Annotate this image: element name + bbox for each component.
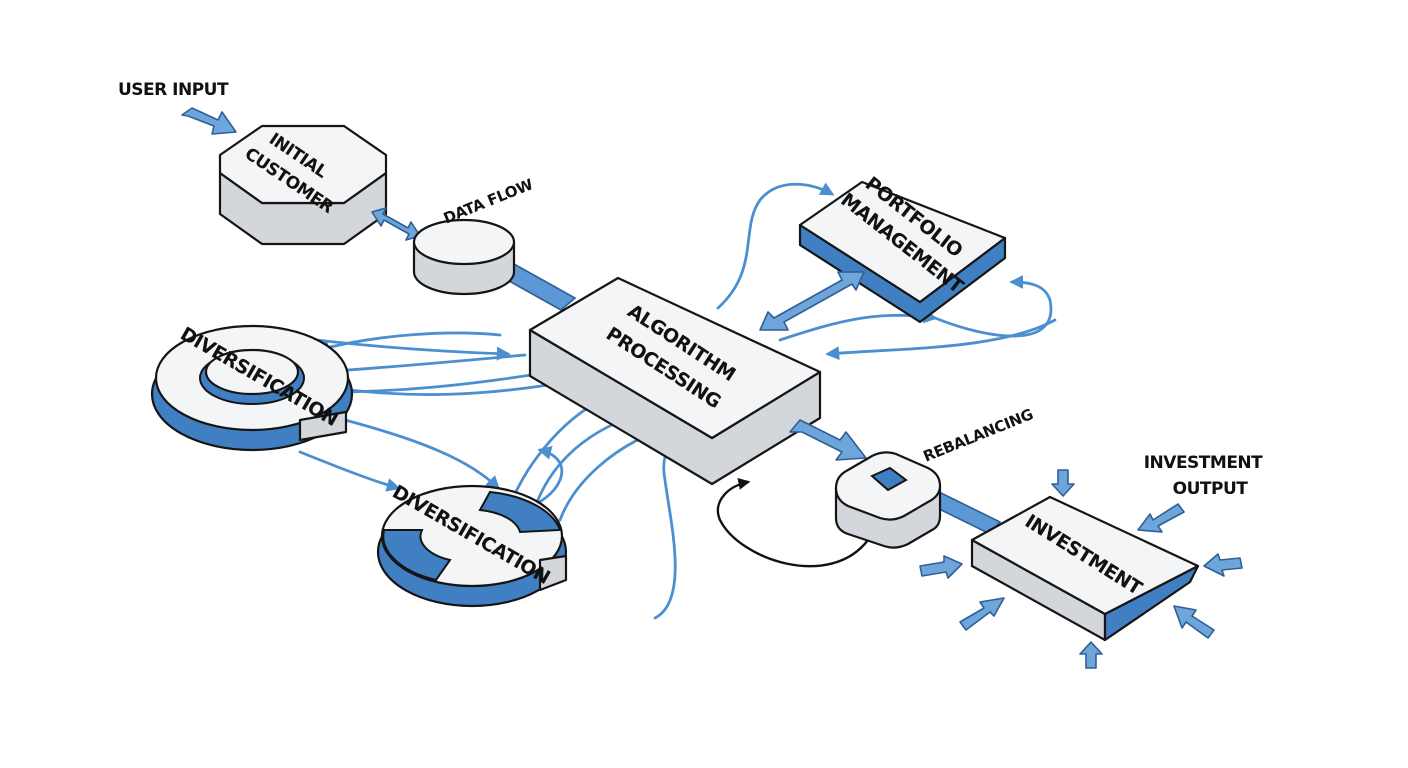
flow-curve	[317, 353, 527, 379]
algorithm-processing-block: ALGORITHM PROCESSING	[528, 276, 822, 486]
user-input-arrow	[181, 107, 237, 135]
investment-output-line1: INVESTMENT	[1144, 453, 1263, 473]
investment-output-group: INVESTMENT OUTPUT	[1144, 453, 1264, 499]
rebalancing-square	[870, 466, 908, 492]
flow-curve	[558, 429, 658, 522]
input-arrow	[959, 597, 1005, 631]
investment-block: INVESTMENT	[970, 495, 1200, 642]
feedback-curve	[716, 478, 870, 568]
investment-input-arrows	[919, 469, 1243, 669]
user-input-group: USER INPUT	[118, 80, 237, 135]
flow-curve	[778, 309, 938, 342]
portfolio-algorithm-arrow	[759, 271, 865, 331]
flow-curve	[298, 336, 511, 361]
investment-output-line2: OUTPUT	[1173, 479, 1249, 499]
initial-customer-block: INITIAL CUSTOMER	[218, 124, 388, 246]
input-arrow	[1051, 469, 1075, 497]
diversification-ring-top: DIVERSIFICATION	[150, 323, 354, 452]
input-arrow	[1079, 641, 1103, 669]
input-arrow	[1173, 605, 1215, 639]
data-flow-label: DATA FLOW	[441, 175, 536, 227]
user-input-label: USER INPUT	[118, 80, 229, 100]
rebalancing-label: REBALANCING	[921, 405, 1036, 465]
flow-curve	[825, 318, 1057, 361]
flow-curve	[298, 450, 401, 492]
flow-curve	[933, 275, 1053, 338]
customer-dataflow-arrow	[371, 207, 421, 241]
input-arrow	[1137, 503, 1185, 533]
portfolio-management-block: PORTFOLIO MANAGEMENT	[798, 173, 1007, 324]
flow-curve	[343, 418, 500, 490]
input-arrow	[1203, 553, 1243, 577]
diversification-ring-bottom: DIVERSIFICATION	[376, 481, 568, 608]
algorithm-rebalancing-arrow	[789, 419, 867, 461]
flow-curve	[315, 331, 502, 354]
input-arrow	[919, 555, 963, 579]
flow-curve	[716, 182, 835, 310]
